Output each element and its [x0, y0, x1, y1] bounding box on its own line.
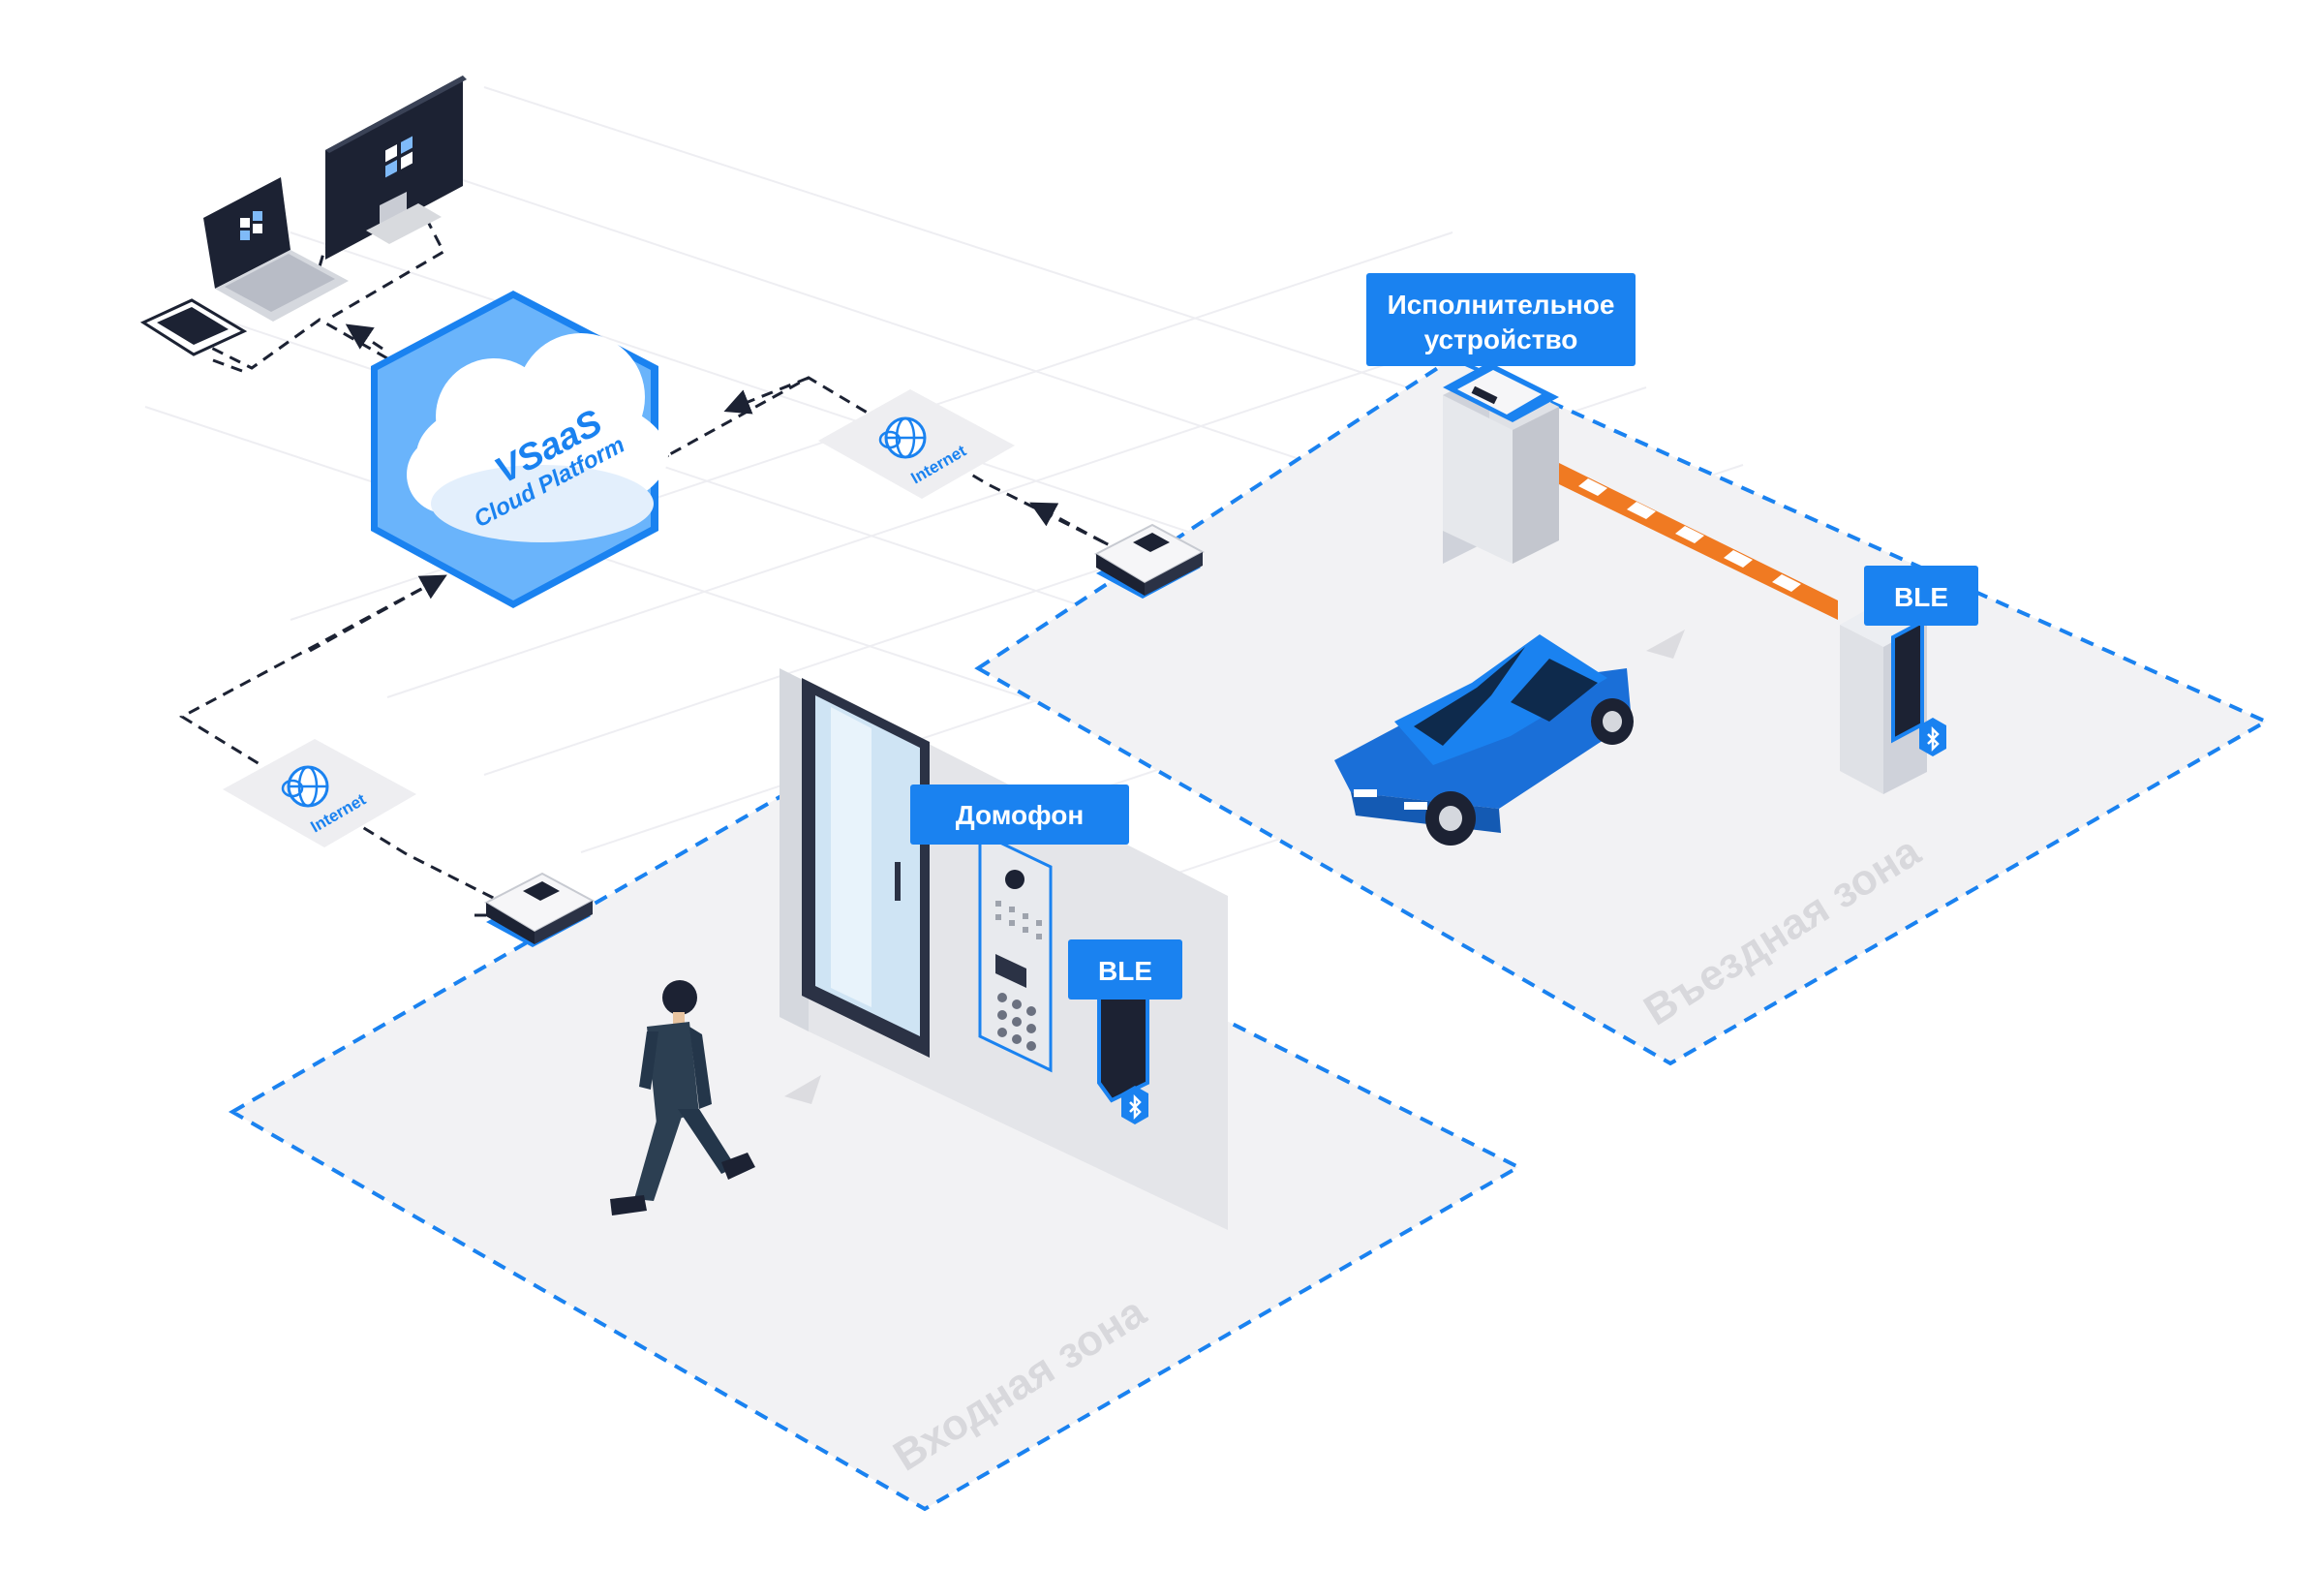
- intercom-label-text: Домофон: [956, 800, 1085, 830]
- internet-badge-left: Internet: [223, 739, 416, 847]
- intercom-display: [995, 954, 1026, 988]
- car: [1334, 634, 1634, 846]
- controller-right: [1093, 523, 1206, 599]
- windows-logo-icon: [385, 136, 413, 178]
- cloud-icon: [407, 333, 668, 542]
- barrier-post: [1443, 362, 1559, 564]
- desktop-monitor: [325, 76, 467, 260]
- vsaas-cloud-platform: VSaaS Cloud Platform: [371, 291, 668, 608]
- ble-post-parking: [1840, 600, 1946, 794]
- barrier-arm: [1559, 463, 1838, 620]
- bluetooth-icon: [1919, 718, 1946, 756]
- ble-reader: [1891, 618, 1924, 744]
- ble-label-entrance-text: BLE: [1098, 956, 1152, 986]
- walking-person: [610, 980, 755, 1215]
- direction-arrow: [1646, 630, 1685, 659]
- ble-label-parking: BLE: [1864, 566, 1978, 626]
- globe-icon: [878, 416, 927, 459]
- smartphone: [139, 298, 248, 356]
- intercom-label: Домофон: [910, 784, 1129, 845]
- laptop: [203, 177, 349, 322]
- camera-lens: [1005, 870, 1024, 889]
- client-devices: [139, 76, 467, 356]
- intercom-panel: [978, 830, 1053, 1073]
- internet-badge-right: Internet: [818, 389, 1015, 499]
- executive-label-line2: устройство: [1424, 324, 1578, 354]
- ble-label-entrance: BLE: [1068, 939, 1182, 1000]
- bluetooth-icon: [1121, 1086, 1148, 1124]
- executive-device-label: Исполнительное устройство: [1366, 273, 1636, 366]
- executive-label-line1: Исполнительное: [1388, 290, 1615, 320]
- door-handle: [895, 862, 901, 901]
- direction-arrow: [784, 1075, 821, 1104]
- globe-icon: [281, 765, 329, 808]
- ble-label-parking-text: BLE: [1894, 582, 1948, 612]
- controller-left: [483, 872, 596, 947]
